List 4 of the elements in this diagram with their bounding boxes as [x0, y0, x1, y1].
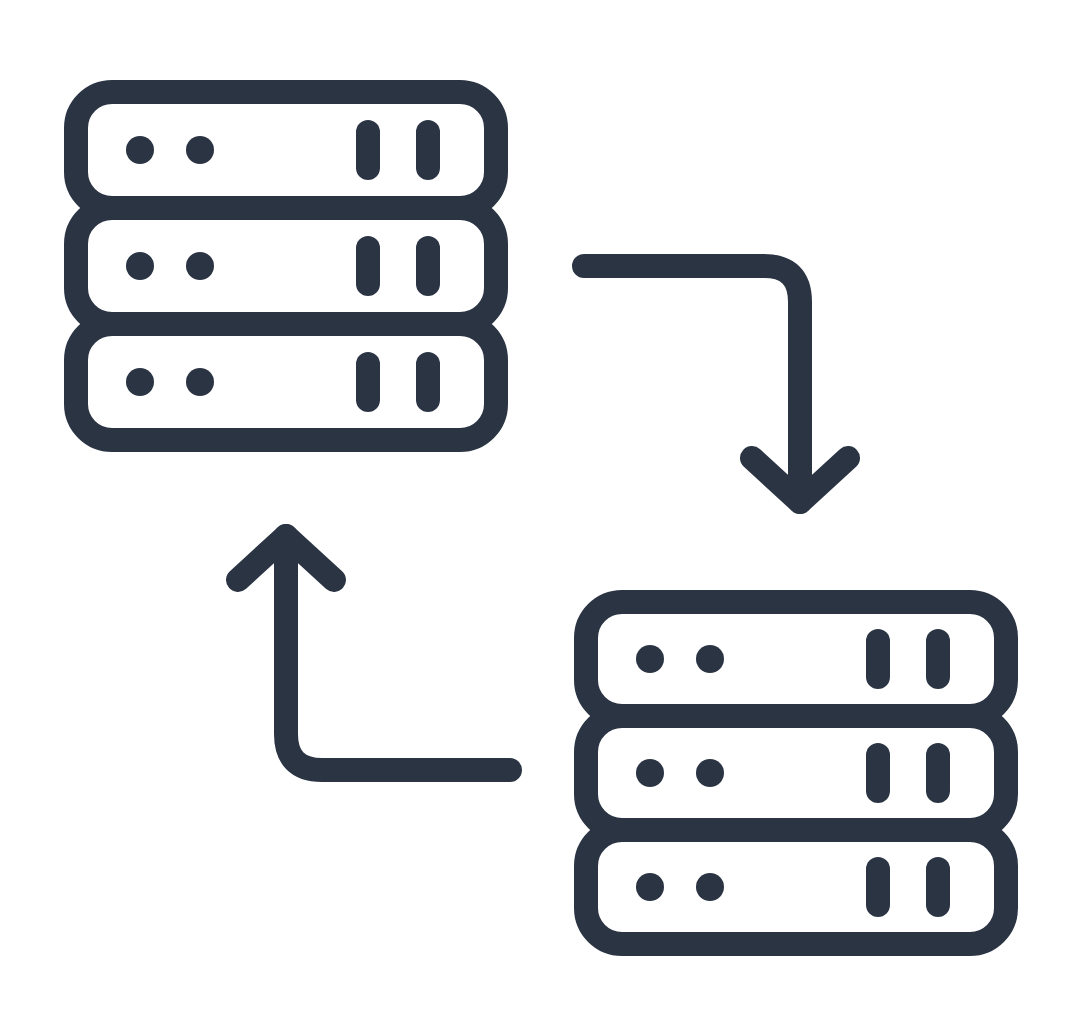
arrow — [226, 524, 522, 782]
server-drawing — [64, 80, 508, 452]
arrow — [572, 254, 860, 514]
server-drawing — [574, 590, 1018, 956]
